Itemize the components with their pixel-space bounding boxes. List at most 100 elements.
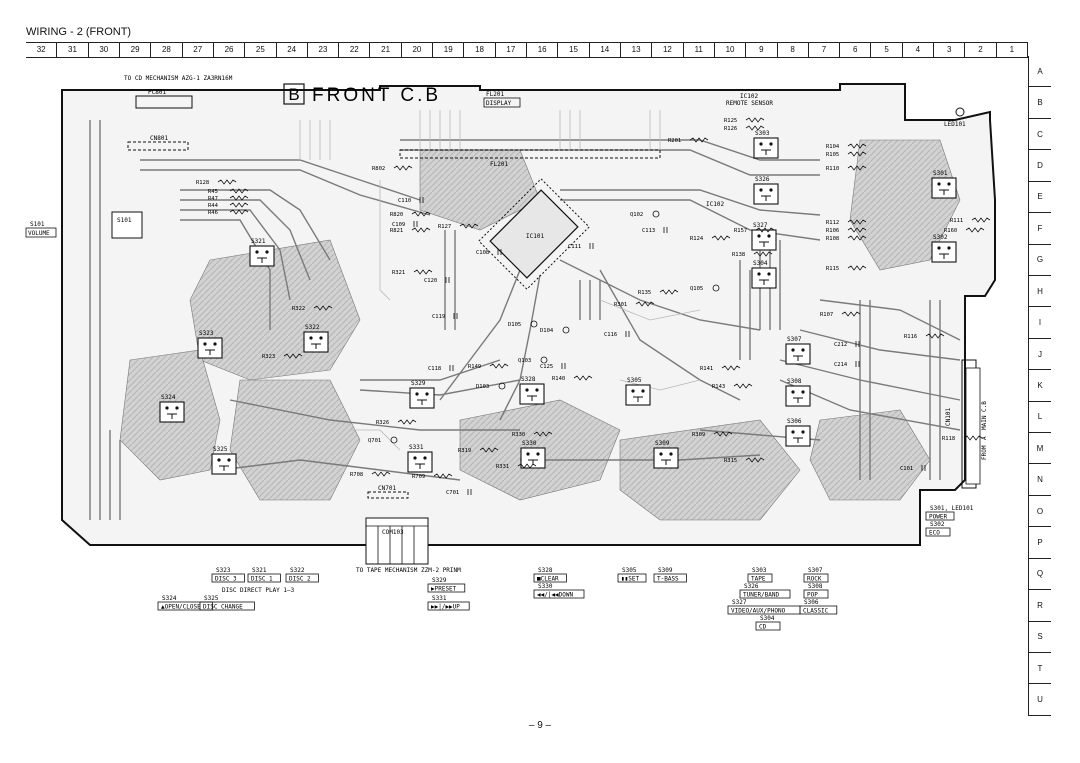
component-r309: R309 — [692, 431, 733, 438]
switch-label: S309 — [655, 440, 670, 447]
ic102-inner-label: IC102 — [706, 201, 724, 208]
to-cd-mechanism-label: TO CD MECHANISM AZG-1 ZA3RN16M — [124, 75, 233, 82]
component-label: R140 — [552, 376, 565, 382]
legend-s330: S330◀◀/|◀◀DOWN — [533, 583, 585, 599]
legend-switch-id: S328 — [538, 567, 553, 574]
component-c111: C111 — [568, 243, 594, 250]
switch-s304: S304 — [751, 260, 777, 289]
legend-s329: S329▶PRESET — [427, 577, 466, 593]
ic101-label: IC101 — [526, 233, 544, 240]
component-r111: R111 — [950, 217, 991, 224]
component-r47: R47 — [208, 195, 249, 202]
legend-function: T-BASS — [657, 576, 679, 583]
cn701-label: CN701 — [378, 485, 396, 492]
component-r315: R315 — [724, 457, 765, 464]
component-r108: R108 — [826, 235, 867, 242]
column-marker: 13 — [621, 43, 653, 57]
s101-label: S101 — [30, 221, 45, 228]
component-label: R45 — [208, 189, 218, 195]
column-marker: 6 — [840, 43, 872, 57]
column-marker: 14 — [590, 43, 621, 57]
column-marker: 26 — [214, 43, 246, 57]
switch-s301: S301 — [931, 170, 957, 199]
component-d103: D103 — [476, 382, 506, 390]
row-marker: H — [1029, 276, 1051, 308]
component-label: R141 — [700, 366, 713, 372]
component-r322: R322 — [292, 305, 333, 312]
switch-label: S307 — [787, 336, 802, 343]
row-marker: A — [1029, 56, 1051, 88]
component-r319: R319 — [458, 447, 499, 454]
component-r820: R820 — [390, 211, 431, 218]
legend-function: TAPE — [751, 576, 766, 583]
switch-label: S326 — [755, 176, 770, 183]
component-label: Q103 — [518, 358, 531, 364]
legend-function: ▶PRESET — [431, 586, 457, 593]
legend-s324: S324▲OPEN/CLOSE — [157, 595, 213, 611]
component-label: C108 — [476, 250, 489, 256]
component-r115: R115 — [826, 265, 867, 272]
legend-switch-id: S308 — [808, 583, 823, 590]
component-label: R820 — [390, 212, 403, 218]
component-d105: D105 — [508, 320, 538, 328]
component-label: R110 — [826, 166, 839, 172]
ic102-desc: REMOTE SENSOR — [726, 100, 773, 107]
component-r105: R105 — [826, 151, 867, 158]
legend-function: ▶▶|/▶▶UP — [431, 604, 460, 611]
row-marker: D — [1029, 150, 1051, 182]
component-c125: C125 — [540, 363, 566, 370]
from-main-box — [965, 367, 981, 485]
switch-s330: S330 — [520, 440, 546, 469]
row-marker: G — [1029, 245, 1051, 276]
page-number: – 9 – — [528, 720, 552, 731]
component-label: R802 — [372, 166, 385, 172]
switch-s309: S309 — [653, 440, 679, 469]
fl201-label: FL201 — [486, 91, 504, 98]
row-marker: F — [1029, 213, 1051, 245]
component-label: R821 — [390, 228, 403, 234]
switch-label: S331 — [409, 444, 424, 451]
legend-function: CLASSIC — [803, 608, 829, 615]
s101-desc-box — [25, 227, 57, 238]
switch-label: S303 — [755, 130, 770, 137]
switch-s307: S307 — [785, 336, 811, 365]
switch-label: S301 — [933, 170, 948, 177]
legend-s328: S328 ■CLEAR — [533, 567, 567, 583]
column-marker: 23 — [308, 43, 340, 57]
column-marker: 11 — [684, 43, 715, 57]
component-r135: R135 — [638, 289, 679, 296]
component-label: R135 — [638, 290, 651, 296]
component-r46: R46 — [208, 209, 249, 216]
column-marker: 9 — [746, 43, 778, 57]
column-marker: 1 — [997, 43, 1028, 57]
component-c101: C101 — [900, 465, 926, 472]
switch-label: S328 — [521, 376, 536, 383]
board-labels: B FRONT C.B TO CD MECHANISM AZG-1 ZA3RN1… — [25, 75, 988, 574]
legend-function: ECO — [929, 530, 940, 537]
component-r141: R141 — [700, 365, 741, 372]
component-r143: R143 — [712, 383, 753, 390]
legend-function: ■CLEAR — [537, 576, 559, 583]
component-label: R331 — [496, 464, 509, 470]
cn101-label: CN101 — [945, 408, 952, 426]
ic101-chip — [478, 178, 590, 290]
component-q701: Q701 — [368, 436, 398, 444]
row-marker: Q — [1029, 559, 1051, 591]
to-tape-mechanism-label: TO TAPE MECHANISM ZZM-2 PRINM — [356, 567, 461, 574]
column-marker: 17 — [496, 43, 527, 57]
column-marker: 12 — [652, 43, 684, 57]
component-r708: R708 — [350, 471, 391, 478]
component-label: R116 — [904, 334, 917, 340]
switch-s306: S306 — [785, 418, 811, 447]
row-marker: R — [1029, 590, 1051, 622]
com103-ribbon — [365, 517, 429, 565]
component-label: R301 — [614, 302, 627, 308]
